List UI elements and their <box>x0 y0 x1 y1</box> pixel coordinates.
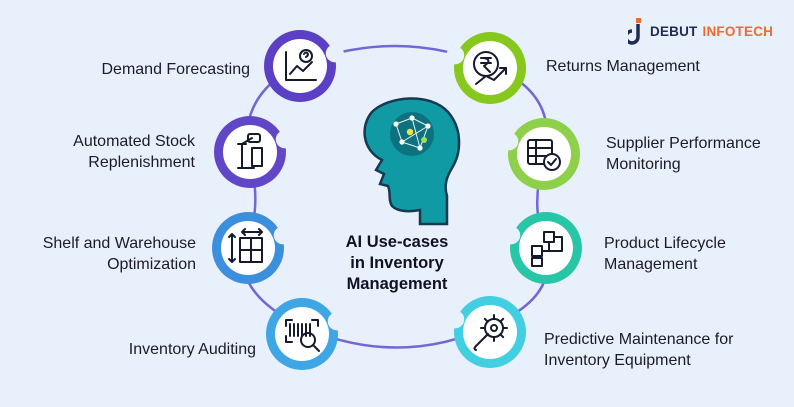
center-title: AI Use-cases in Inventory Management <box>345 233 449 293</box>
label-shelf-warehouse-optimization: Shelf and Warehouse Optimization <box>42 235 196 273</box>
node-predictive-maintenance <box>446 296 526 368</box>
node-inner <box>273 39 327 93</box>
logo-word-1: DEBUT <box>650 23 698 39</box>
node-inner <box>517 127 571 181</box>
node-inner <box>519 221 573 275</box>
label-returns-management: Returns Management <box>546 58 700 75</box>
debut-logo-icon <box>628 18 641 45</box>
node-inner <box>221 221 275 275</box>
flowchart-icon <box>531 231 563 267</box>
node-returns-management <box>446 32 526 104</box>
ai-brain-head-icon <box>363 97 461 226</box>
logo-word-2: INFOTECH <box>702 23 774 39</box>
rupee-return-icon <box>473 51 507 85</box>
node-inner <box>223 125 277 179</box>
chart-question-icon <box>285 49 317 81</box>
node-inner <box>463 41 517 95</box>
robot-arm-icon <box>237 133 263 169</box>
label-demand-forecasting: Demand Forecasting <box>101 61 250 78</box>
node-shelf-warehouse-optimization <box>212 212 292 284</box>
label-inventory-auditing: Inventory Auditing <box>128 341 256 358</box>
label-product-lifecycle-management: Product Lifecycle Management <box>604 235 726 273</box>
label-predictive-maintenance: Predictive Maintenance for Inventory Equ… <box>544 331 734 369</box>
node-supplier-performance-monitoring <box>500 118 580 190</box>
node-automated-stock-replenishment <box>214 116 294 188</box>
barcode-search-icon <box>285 319 320 352</box>
label-supplier-performance-monitoring: Supplier Performance Monitoring <box>606 135 761 173</box>
node-inner <box>463 305 517 359</box>
node-product-lifecycle-management <box>502 212 582 284</box>
checklist-approved-icon <box>527 139 561 171</box>
label-automated-stock-replenishment: Automated Stock Replenishment <box>73 133 195 171</box>
node-inventory-auditing <box>266 298 346 370</box>
shelf-measure-icon <box>228 228 263 263</box>
wrench-gear-icon <box>473 314 508 351</box>
node-demand-forecasting <box>264 30 344 102</box>
